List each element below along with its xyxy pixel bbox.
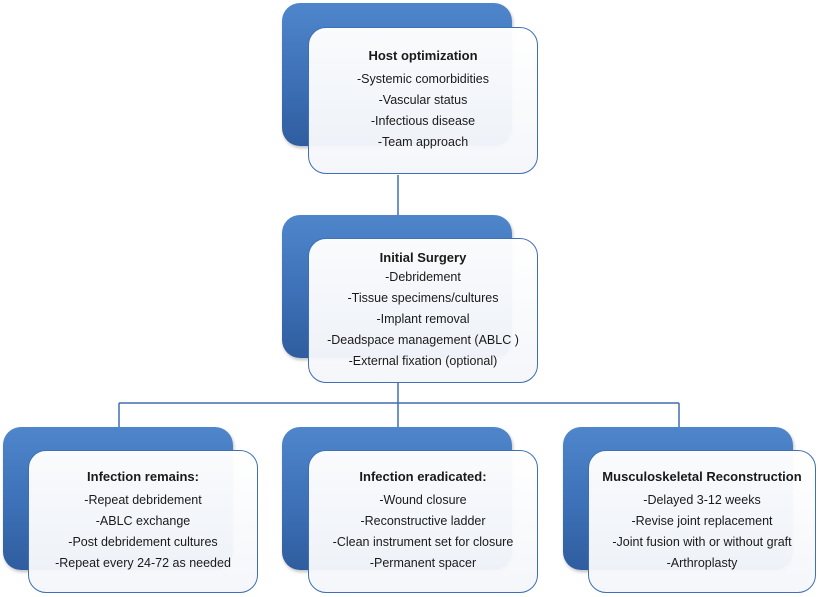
list-item: -Reconstructive ladder — [360, 514, 486, 528]
list-item: -Revise joint replacement — [631, 514, 773, 528]
node-initial-front-panel: Initial Surgery -Debridement -Tissue spe… — [308, 238, 538, 383]
node-host-front-panel: Host optimization -Systemic comorbiditie… — [308, 27, 538, 174]
list-item: -Systemic comorbidities — [357, 72, 489, 86]
list-item: -Wound closure — [379, 493, 467, 507]
list-item: -Repeat every 24-72 as needed — [55, 556, 231, 570]
list-item: -ABLC exchange — [95, 514, 191, 528]
list-item: -Team approach — [377, 135, 469, 149]
node-item-list: -Delayed 3-12 weeks -Revise joint replac… — [612, 490, 791, 574]
list-item: -Vascular status — [378, 93, 468, 107]
node-item-list: -Debridement -Tissue specimens/cultures … — [327, 267, 519, 372]
list-item: -Deadspace management (ABLC ) — [327, 332, 519, 347]
list-item: -Tissue specimens/cultures — [347, 290, 499, 305]
node-item-list: -Wound closure -Reconstructive ladder -C… — [333, 490, 514, 574]
node-title: Infection eradicated: — [359, 469, 487, 484]
list-item: -Post debridement cultures — [68, 535, 218, 549]
node-title: Musculoskeletal Reconstruction — [602, 469, 802, 484]
list-item: -Joint fusion with or without graft — [612, 535, 792, 549]
list-item: -Delayed 3-12 weeks — [643, 493, 761, 507]
list-item: -Debridement — [385, 269, 461, 284]
list-item: -Arthroplasty — [666, 556, 738, 570]
node-item-list: -Systemic comorbidities -Vascular status… — [357, 69, 489, 153]
list-item: -Permanent spacer — [369, 556, 477, 570]
node-recon-front-panel: Musculoskeletal Reconstruction -Delayed … — [588, 450, 816, 593]
node-item-list: -Repeat debridement -ABLC exchange -Post… — [55, 490, 231, 574]
node-remains-front-panel: Infection remains: -Repeat debridement -… — [28, 450, 258, 593]
node-title: Infection remains: — [87, 469, 199, 484]
list-item: -Implant removal — [376, 311, 470, 326]
node-title: Initial Surgery — [379, 249, 467, 265]
list-item: -Clean instrument set for closure — [332, 535, 514, 549]
list-item: -Repeat debridement — [84, 493, 202, 507]
list-item: -External fixation (optional) — [348, 353, 498, 368]
list-item: -Infectious disease — [370, 114, 476, 128]
node-eradicated-front-panel: Infection eradicated: -Wound closure -Re… — [308, 450, 538, 593]
node-title: Host optimization — [368, 48, 478, 63]
